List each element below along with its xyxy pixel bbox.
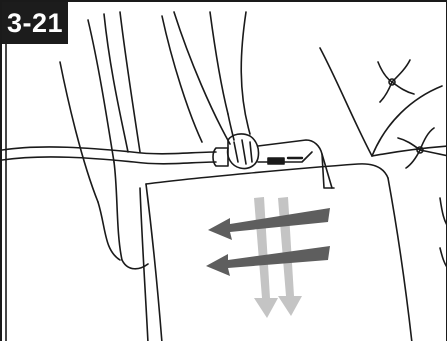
cushion-outline bbox=[140, 164, 412, 341]
hand-outline bbox=[228, 134, 259, 169]
person-outline bbox=[60, 12, 230, 269]
back-cushion-outline bbox=[320, 48, 447, 270]
cleaning-tool-outline bbox=[258, 140, 334, 188]
step-number-badge: 3-21 bbox=[2, 2, 68, 44]
hose-outline bbox=[2, 147, 228, 166]
arm-outline bbox=[210, 12, 250, 140]
